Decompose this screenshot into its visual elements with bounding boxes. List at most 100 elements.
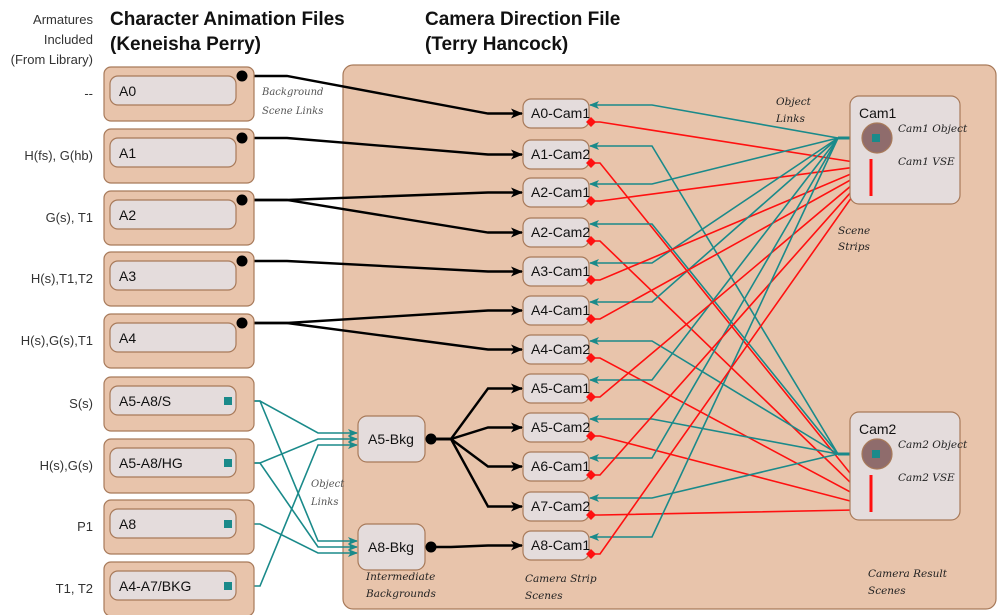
armatures-label: G(s), T1 [46, 210, 93, 225]
node-label: A8-Bkg [368, 539, 414, 555]
annotation-text: Object [311, 479, 345, 490]
scene-strip-terminal-icon [586, 353, 596, 363]
background-link-terminal-icon [236, 255, 248, 267]
strip-label: A2-Cam1 [531, 184, 590, 200]
annotation-text: Background [261, 87, 323, 98]
camera-strip-a4-cam1[interactable]: A4-Cam1 [522, 295, 590, 326]
camera-object-label: Cam2 Object [898, 439, 968, 451]
armatures-header-line: (From Library) [11, 52, 93, 67]
camera-strip-a0-cam1[interactable]: A0-Cam1 [522, 98, 590, 129]
scene-strip-terminal-icon [586, 196, 596, 206]
object-link-terminal-icon [224, 459, 232, 467]
camera-strip-a5-cam2[interactable]: A5-Cam2 [522, 412, 590, 443]
scene-strip-terminal-icon [586, 392, 596, 402]
file-node [109, 385, 237, 416]
character-file-a4[interactable]: A4H(s),G(s),T1 [21, 313, 255, 369]
armatures-header: Armatures Included (From Library) [11, 12, 94, 67]
scene-strip-terminal-icon [586, 470, 596, 480]
annotation-text: Strips [838, 241, 871, 253]
node-box [357, 415, 426, 463]
camera-object-link-a5-cam1 [589, 137, 839, 384]
camera-strip-a6-cam1[interactable]: A6-Cam1 [522, 451, 590, 482]
scene-strip-terminal-icon [586, 431, 596, 441]
strip-label: A7-Cam2 [531, 498, 590, 514]
strip-label: A4-Cam2 [531, 341, 590, 357]
link-terminals [224, 70, 880, 590]
camera-strip-a1-cam2[interactable]: A1-Cam2 [522, 139, 590, 170]
camera-strip-a4-cam2[interactable]: A4-Cam2 [522, 334, 590, 365]
camera-object-link-a0-cam1 [589, 101, 839, 139]
strip-label: A5-Cam1 [531, 380, 590, 396]
file-label: A4-A7/BKG [119, 578, 191, 594]
strip-label: A1-Cam2 [531, 146, 590, 162]
character-files-title: Character Animation Files [110, 9, 345, 30]
background-link-terminal-icon [236, 317, 248, 329]
strip-label: A2-Cam2 [531, 224, 590, 240]
scene-strip-terminal-icon [586, 510, 596, 520]
file-node [109, 570, 237, 601]
camera-object-link-a6-cam1 [589, 137, 839, 462]
camera-strip-a2-cam2[interactable]: A2-Cam2 [522, 217, 590, 248]
strip-label: A8-Cam1 [531, 537, 590, 553]
camera-strip-a5-cam1[interactable]: A5-Cam1 [522, 373, 590, 404]
camera-object-label: Cam1 Object [898, 123, 968, 135]
camera-vse-label: Cam1 VSE [898, 156, 955, 168]
background-link-a4-cam2 [242, 321, 523, 355]
character-file-a1[interactable]: A1H(fs), G(hb) [24, 128, 255, 184]
scene-strip-terminal-icon [586, 314, 596, 324]
file-label: A5-A8/S [119, 393, 171, 409]
annotation-text: Object [776, 96, 812, 108]
camera-object-link-a5-cam2 [589, 415, 839, 455]
camera-strip-a7-cam2[interactable]: A7-Cam2 [522, 491, 590, 522]
armatures-label: P1 [77, 519, 93, 534]
background-link-a0-cam1 [242, 74, 523, 119]
character-files-header: Character Animation Files (Keneisha Perr… [110, 9, 345, 55]
armatures-header-line: Armatures [33, 12, 93, 27]
armatures-label: H(s),G(s) [40, 458, 93, 473]
file-node [109, 260, 237, 291]
node-box [357, 523, 426, 571]
character-file-a0[interactable]: A0-- [84, 66, 255, 122]
strip-box [522, 334, 590, 365]
character-file-a5-a8-hg[interactable]: A5-A8/HGH(s),G(s) [40, 438, 255, 494]
strip-box [522, 412, 590, 443]
armatures-label: S(s) [69, 396, 93, 411]
background-link-a3-cam1 [242, 259, 523, 277]
camera-object-link-a8-cam1 [589, 137, 839, 541]
annotation-text: Camera Strip [525, 573, 597, 585]
strip-box [522, 98, 590, 129]
camera-strip-a8-cam1[interactable]: A8-Cam1 [522, 530, 590, 561]
annotation-text: Scenes [868, 585, 906, 597]
background-link-terminal-icon [425, 541, 437, 553]
annotation-text: Backgrounds [365, 588, 437, 600]
background-node-a5-bkg[interactable]: A5-Bkg [357, 415, 426, 463]
camera-object-link-a4-cam2 [589, 337, 839, 455]
camera-strip-a2-cam1[interactable]: A2-Cam1 [522, 177, 590, 208]
armatures-label: -- [84, 86, 93, 101]
background-node-a8-bkg[interactable]: A8-Bkg [357, 523, 426, 571]
character-file-a2[interactable]: A2G(s), T1 [46, 190, 255, 246]
character-file-a5-a8-s[interactable]: A5-A8/S S(s) [69, 376, 255, 432]
strip-box [522, 139, 590, 170]
scene-strip-terminal-icon [586, 275, 596, 285]
file-node [109, 447, 237, 478]
annotation-text: Links [310, 497, 338, 508]
camera-object-terminal-icon [872, 134, 880, 142]
camera-file-header: Camera Direction File (Terry Hancock) [425, 9, 620, 55]
character-file-a3[interactable]: A3H(s),T1,T2 [31, 251, 255, 307]
strip-box [522, 295, 590, 326]
scene-strip-terminal-icon [586, 158, 596, 168]
camera-object-link-a4-cam1 [589, 137, 839, 306]
camera-strip-a3-cam1[interactable]: A3-Cam1 [522, 256, 590, 287]
object-link-terminal-icon [224, 582, 232, 590]
file-label: A3 [119, 268, 136, 284]
file-node [109, 75, 237, 106]
strip-box [522, 177, 590, 208]
